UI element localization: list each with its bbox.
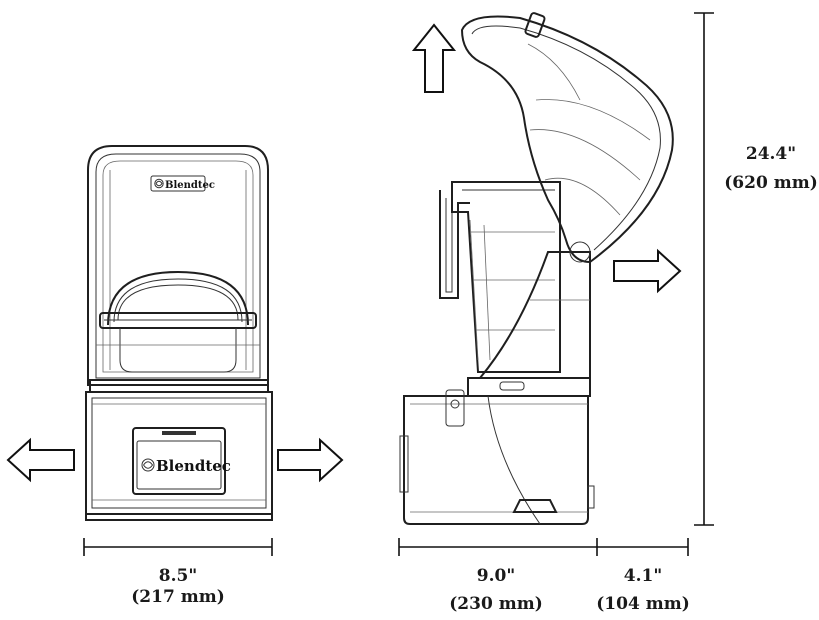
side-view-blender [399,12,674,525]
width-inches-label: 8.5" [159,566,197,586]
arrow-right-icon [613,248,682,294]
arrow-up-icon [411,23,457,93]
depth-mm-label: (230 mm) [449,594,542,614]
clearance-mm-label: (104 mm) [596,594,689,614]
depth-dimension-line [398,538,689,556]
depth-inches-label: 9.0" [477,566,515,586]
clearance-inches-label: 4.1" [624,566,662,586]
brand-label-base: Blendtec [156,457,231,475]
width-dimension-line [83,538,273,556]
height-dimension-line [694,12,714,526]
front-view-blender: Blendtec Blendtec [85,145,273,521]
arrow-right-icon [277,437,344,483]
brand-label-top: Blendtec [165,180,215,191]
blendtec-logo-icon [154,178,164,189]
arrow-left-icon [6,437,75,483]
blendtec-logo-icon [141,458,155,472]
height-inches-label: 24.4" [746,144,796,164]
width-mm-label: (217 mm) [131,587,224,607]
height-mm-label: (620 mm) [724,173,817,193]
